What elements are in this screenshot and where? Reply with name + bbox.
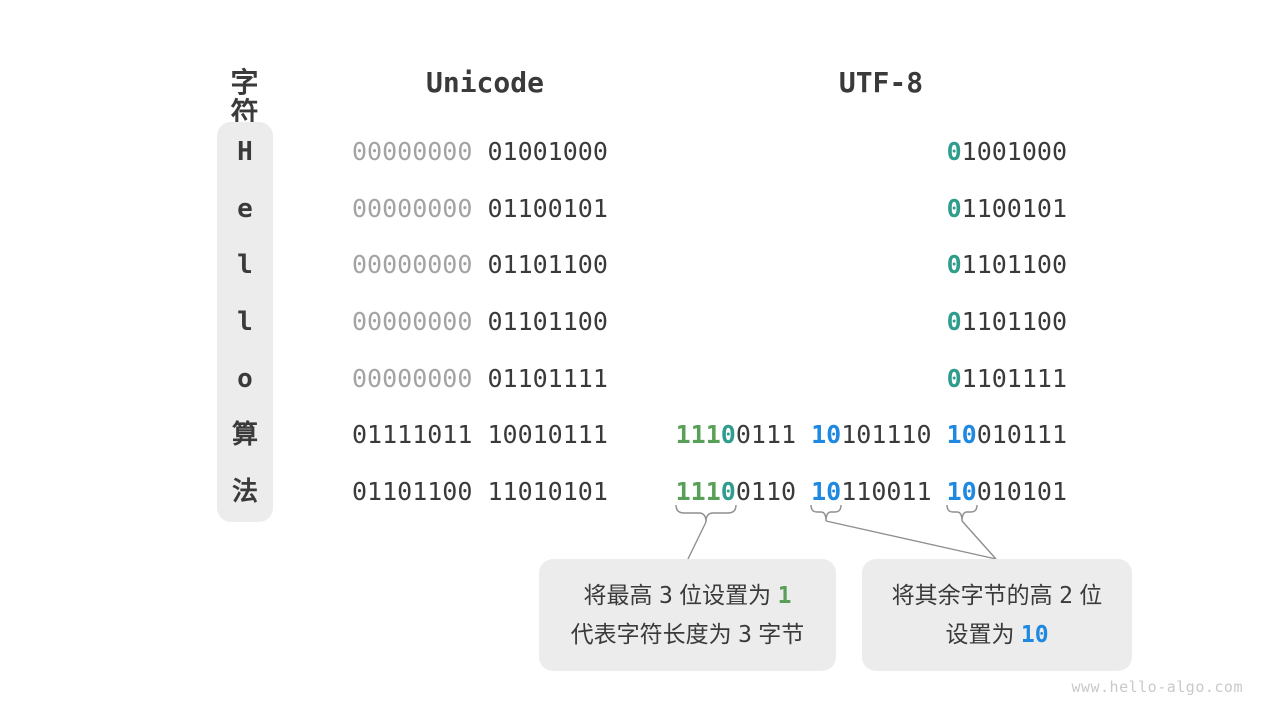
character-cell: H (237, 137, 253, 167)
col-header-utf8: UTF-8 (838, 66, 924, 99)
callout-text-line: 代表字符长度为 3 字节 (570, 621, 805, 648)
unicode-bits: 00000000 01101100 (352, 307, 608, 336)
unicode-bits: 00000000 01101111 (352, 364, 608, 393)
unicode-bits: 00000000 01001000 (352, 137, 608, 166)
char-column-background (217, 122, 273, 522)
utf8-bits: 01101100 (946, 307, 1067, 336)
callout-text-line: 将最高 3 位设置为 1 (583, 582, 792, 609)
connector-line-3 (961, 520, 997, 560)
character-cell: l (237, 250, 253, 280)
utf8-bits: 01101111 (946, 364, 1067, 393)
connector-line-2 (825, 520, 997, 560)
utf8-bits: 01001000 (946, 137, 1067, 166)
callout-high-bits: 将最高 3 位设置为 1 代表字符长度为 3 字节 (539, 559, 836, 671)
character-cell: o (237, 364, 253, 394)
utf8-bits: 01101100 (946, 250, 1067, 279)
unicode-bits: 00000000 01100101 (352, 194, 608, 223)
unicode-bits: 00000000 01101100 (352, 250, 608, 279)
watermark: www.hello-algo.com (1071, 678, 1243, 696)
connector-line-1 (687, 521, 707, 560)
col-header-unicode: Unicode (425, 66, 544, 99)
utf8-bits: 11100111 10101110 10010111 (675, 420, 1067, 449)
utf8-bits: 01100101 (946, 194, 1067, 223)
unicode-bits: 01111011 10010111 (352, 420, 608, 449)
callout-text-line: 设置为 10 (945, 621, 1049, 648)
utf8-bits: 11100110 10110011 10010101 (675, 477, 1067, 506)
col-header-char: 字符 (230, 67, 260, 128)
character-cell: 法 (231, 477, 258, 507)
character-cell: 算 (231, 420, 258, 450)
character-cell: e (237, 194, 253, 224)
character-cell: l (237, 307, 253, 337)
unicode-bits: 01101100 11010101 (352, 477, 608, 506)
callout-continuation-bits: 将其余字节的高 2 位 设置为 10 (862, 559, 1132, 671)
callout-text-line: 将其余字节的高 2 位 (891, 582, 1103, 609)
